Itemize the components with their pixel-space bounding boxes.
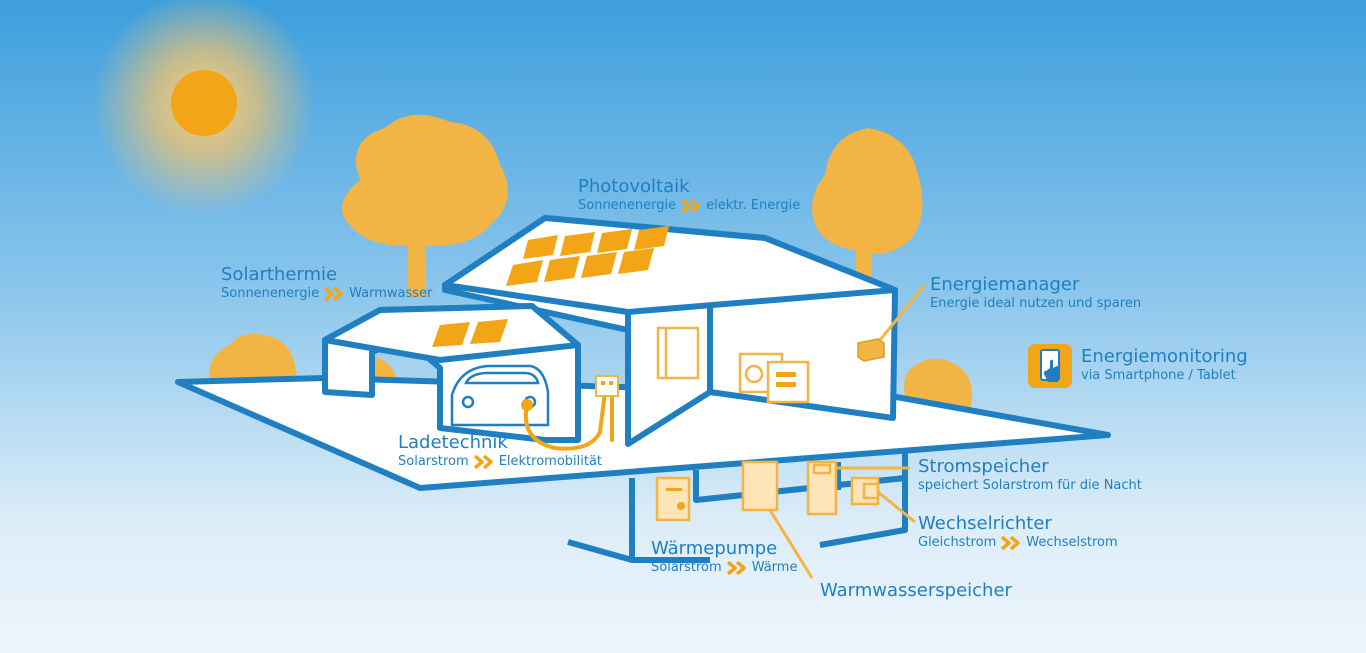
photovoltaik-to: elektr. Energie [706, 198, 801, 213]
waermepumpe-title: Wärmepumpe [651, 538, 778, 559]
ladetechnik-title: Ladetechnik [398, 432, 508, 453]
photovoltaik-from: Sonnenenergie [578, 198, 677, 213]
label-photovoltaik: Photovoltaik Sonnenenergie elektr. Energ… [578, 176, 800, 214]
heating-units [738, 352, 810, 404]
solarthermie-panels [432, 319, 508, 347]
waermepumpe-from: Solarstrom [651, 560, 722, 575]
label-waermepumpe: Wärmepumpe Solarstrom Wärme [651, 538, 797, 576]
stromspeicher-unit [806, 460, 838, 516]
label-wechselrichter: Wechselrichter Gleichstrom Wechselstrom [918, 513, 1118, 551]
label-warmwasserspeicher: Warmwasserspeicher [820, 580, 1012, 601]
label-energiemonitoring: Energiemonitoring via Smartphone / Table… [1081, 346, 1248, 384]
warmwasserspeicher-title: Warmwasserspeicher [820, 580, 1012, 601]
wallbox [595, 375, 619, 397]
wechselrichter-title: Wechselrichter [918, 513, 1052, 534]
chevron-double-icon [726, 560, 746, 575]
photovoltaik-panels [506, 226, 669, 286]
warmwasserspeicher-unit [741, 460, 779, 512]
wechselrichter-from: Gleichstrom [918, 535, 997, 550]
chevron-double-icon [473, 454, 493, 469]
wechselrichter-to: Wechselstrom [1026, 535, 1118, 550]
tablet-hand-icon [1028, 344, 1072, 388]
car-icon [450, 364, 550, 427]
label-ladetechnik: Ladetechnik Solarstrom Elektromobilität [398, 432, 602, 470]
stromspeicher-title: Stromspeicher [918, 456, 1049, 477]
chevron-double-icon [1001, 535, 1020, 550]
label-stromspeicher: Stromspeicher speichert Solarstrom für d… [918, 456, 1142, 494]
photovoltaik-title: Photovoltaik [578, 176, 690, 197]
ladetechnik-to: Elektromobilität [498, 454, 603, 469]
label-energiemanager: Energiemanager Energie ideal nutzen und … [930, 274, 1141, 312]
energiemanager-title: Energiemanager [930, 274, 1080, 295]
sun-icon [92, 0, 316, 215]
waermepumpe-unit [655, 476, 691, 522]
energiemonitoring-subtitle: via Smartphone / Tablet [1081, 368, 1236, 383]
ladetechnik-from: Solarstrom [398, 454, 469, 469]
energiemanager-subtitle: Energie ideal nutzen und sparen [930, 296, 1142, 311]
energiemanager-box [857, 338, 885, 362]
stromspeicher-subtitle: speichert Solarstrom für die Nacht [918, 478, 1142, 493]
indoor-storage-tank [656, 326, 700, 380]
solarthermie-to: Warmwasser [349, 286, 433, 301]
solarthermie-title: Solarthermie [221, 264, 338, 285]
tree-icon [812, 128, 923, 280]
wechselrichter-unit [850, 476, 880, 506]
solarthermie-from: Sonnenenergie [221, 286, 320, 301]
waermepumpe-to: Wärme [751, 560, 798, 575]
tree-icon [342, 114, 508, 297]
label-solarthermie: Solarthermie Sonnenenergie Warmwasser [221, 264, 432, 302]
leader-lines [768, 466, 916, 579]
chevron-double-icon [681, 198, 700, 213]
chevron-double-icon [324, 286, 343, 301]
charging-cable [521, 390, 614, 451]
energiemonitoring-title: Energiemonitoring [1081, 346, 1248, 367]
